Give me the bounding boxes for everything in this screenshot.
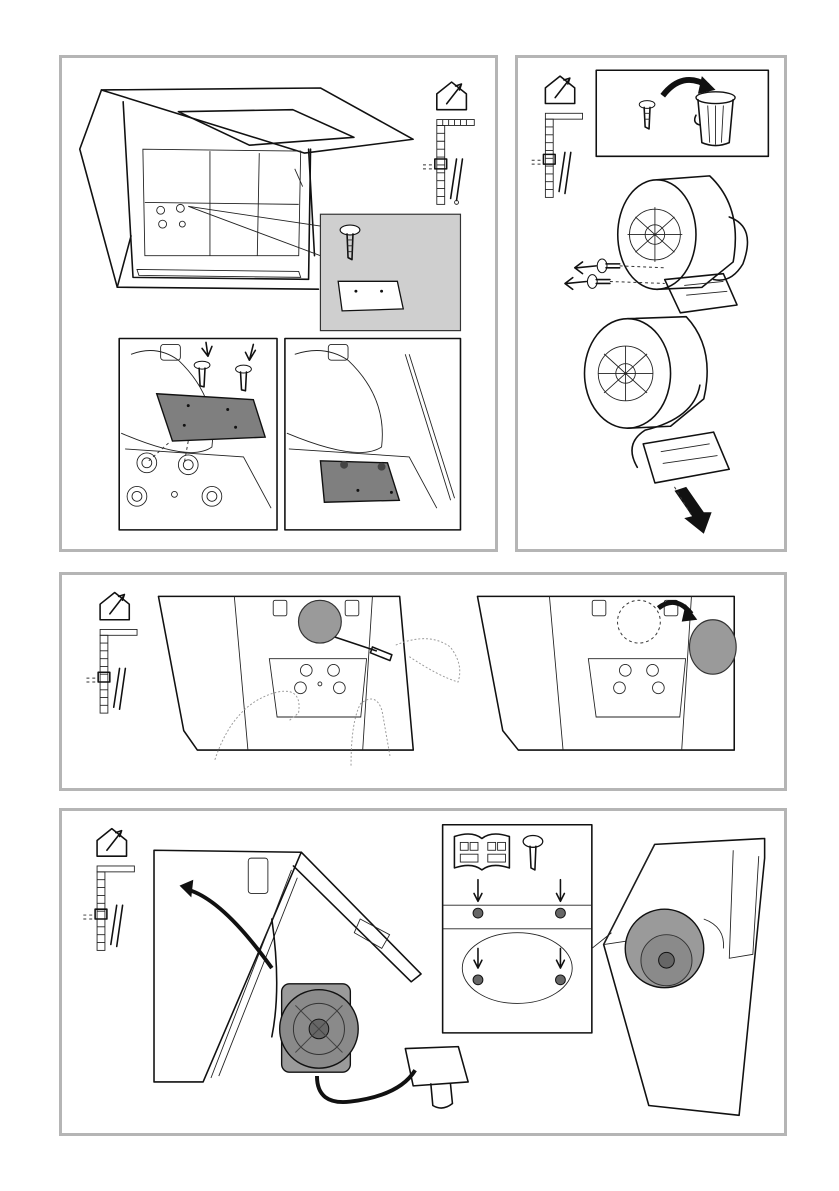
hood-open-with-motor [154,850,468,1108]
house-with-arrow-icon [97,829,126,856]
discard-screw-box [596,70,768,156]
wall-duct-icon [83,866,134,950]
house-with-arrow-icon [437,82,467,110]
house-with-arrow-icon [545,76,574,103]
house-with-arrow-icon [100,593,129,620]
screw-icon [639,101,655,129]
trash-bin-icon [695,92,735,146]
wall-duct-icon [423,120,474,205]
motor-screws-illustration [518,58,784,549]
motor-capacitor-removed [585,317,730,534]
hood-with-motor-installed [604,838,765,1115]
step-panel-remove-motor-screws [515,55,787,552]
plate-mounted-view [285,339,461,530]
step-panel-remove-plate [59,55,498,552]
screw-mounting-detail [443,825,612,1033]
wall-duct-icon [86,629,137,713]
hood-underside-disk-removed [477,596,736,750]
hood-underside-prying [158,596,459,765]
step-panel-mount-motor [59,808,787,1136]
open-book-icon [454,834,509,870]
screw-icon [523,836,543,870]
wall-duct-icon [532,113,583,197]
cover-disk-illustration [62,575,784,788]
step-panel-remove-cover-disk [59,572,787,791]
motor-with-capacitor [565,176,748,313]
mount-motor-illustration [62,811,784,1133]
remove-plate-illustration [62,58,495,549]
plate-unscrew-view [119,339,277,530]
plate-detail-callout [188,206,460,330]
